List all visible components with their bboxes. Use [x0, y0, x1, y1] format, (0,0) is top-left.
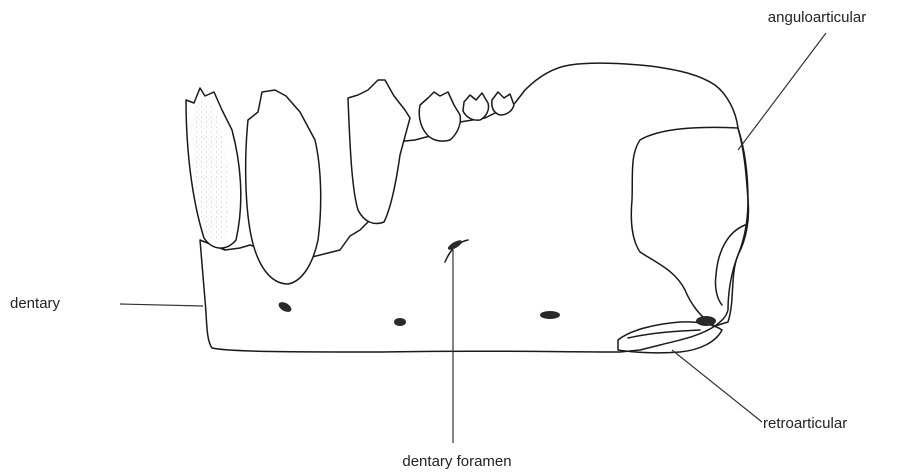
dentary-foramen-label: dentary foramen: [402, 453, 511, 470]
dentary-label: dentary: [10, 295, 61, 312]
tooth-5: [463, 93, 489, 120]
tooth-6: [492, 92, 514, 115]
dentary-foramen: [447, 238, 464, 251]
tooth-3: [348, 80, 410, 224]
tooth-4: [419, 92, 460, 141]
anguloarticular-label: anguloarticular: [768, 9, 866, 26]
retroarticular-leader: [672, 350, 762, 422]
mental-foramen-1: [277, 300, 293, 314]
mental-foramen-3: [540, 311, 560, 319]
dentary-leader: [120, 304, 203, 306]
teeth: [186, 80, 514, 284]
labels: anguloarticular dentary dentary foramen …: [10, 9, 866, 470]
articular-foramen: [696, 316, 716, 326]
anguloarticular-inner-line: [715, 225, 745, 305]
anguloarticular-bone: [631, 127, 748, 326]
anguloarticular-leader: [738, 33, 826, 150]
retroarticular-label: retroarticular: [763, 415, 847, 432]
mental-foramen-2: [394, 318, 406, 326]
tooth-2: [246, 90, 321, 284]
